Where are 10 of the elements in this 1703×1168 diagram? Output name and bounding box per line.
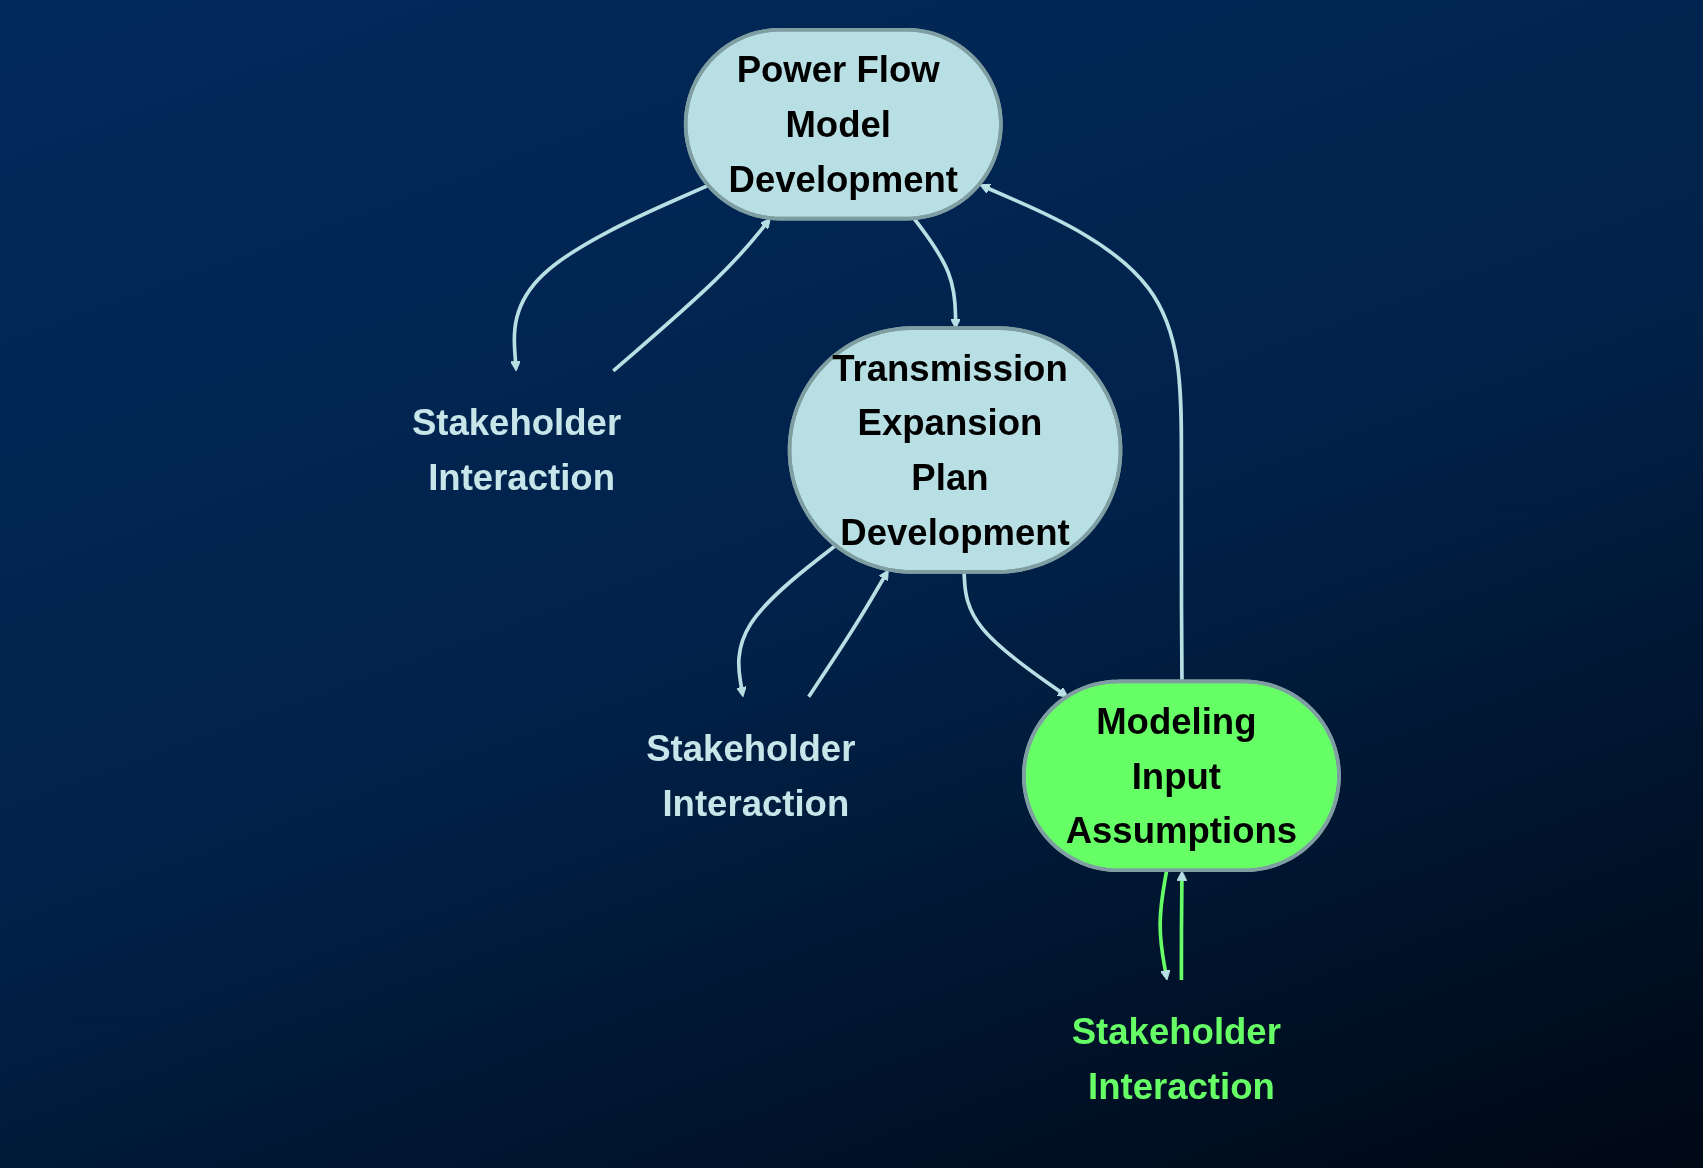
node-text: Stakeholder Interaction <box>646 728 856 824</box>
arrow <box>962 572 1069 698</box>
node-text: Stakeholder Interaction <box>1071 1011 1281 1107</box>
arrow <box>612 218 771 373</box>
node-text: Stakeholder Interaction <box>411 402 622 498</box>
arrow <box>807 569 889 698</box>
arrow <box>1176 870 1188 980</box>
arrow <box>510 183 710 372</box>
arrow <box>1158 870 1171 981</box>
arrow <box>736 544 837 698</box>
